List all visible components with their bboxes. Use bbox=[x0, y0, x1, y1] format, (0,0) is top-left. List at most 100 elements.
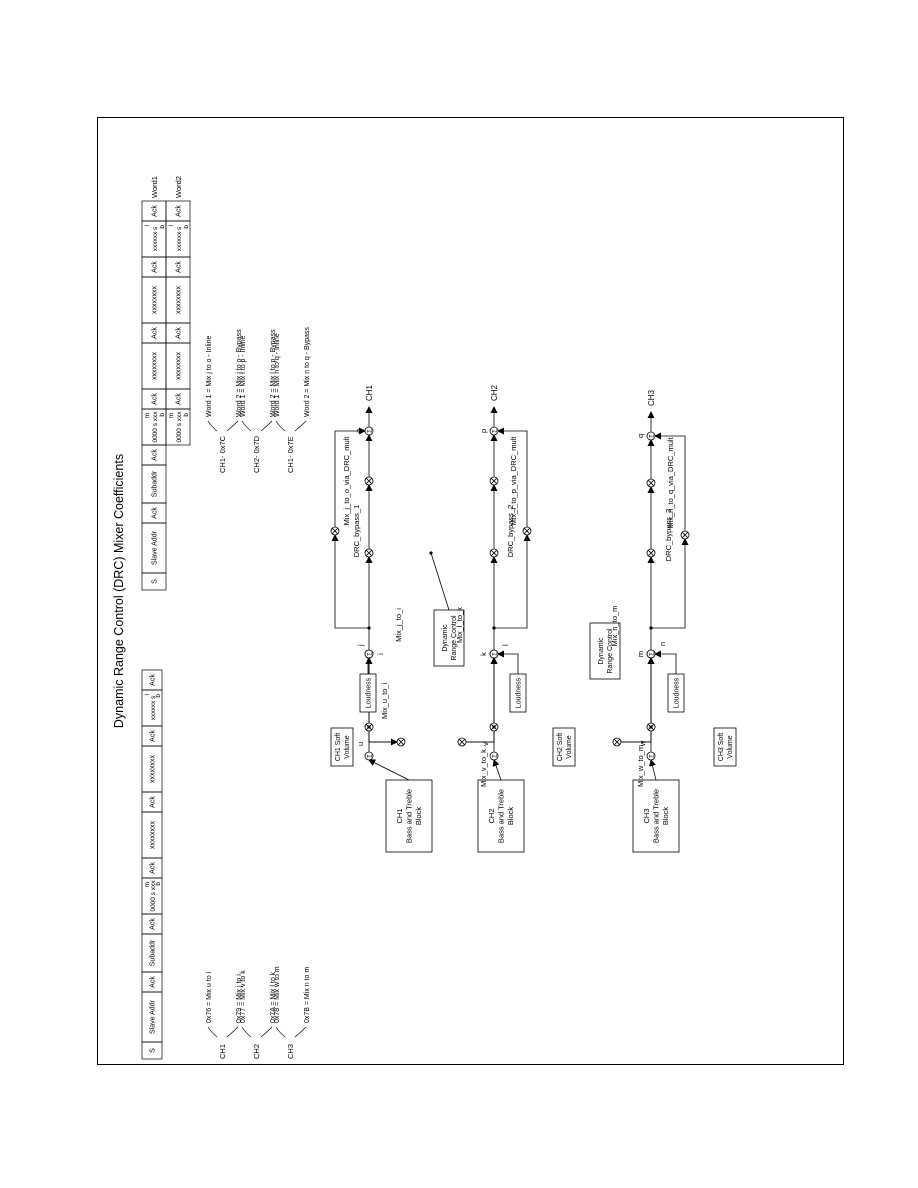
junction-dot bbox=[649, 725, 653, 729]
protocol-row-left-cell-text: Slave Addr bbox=[150, 999, 157, 1034]
soft-volume-block bbox=[552, 727, 576, 767]
soft-volume-block-text: CH2 Soft bbox=[557, 733, 564, 761]
sum-signal-label: j bbox=[356, 644, 365, 647]
soft-volume-block-text: CH3 Soft bbox=[718, 733, 725, 761]
channel-output-label: CH1 bbox=[365, 384, 374, 401]
protocol-row-left-cell-text: Subaddr bbox=[150, 939, 157, 966]
legend-left-group: CH2 bbox=[252, 1044, 261, 1059]
mix-wire bbox=[466, 657, 498, 743]
dynamic-range-control-block-text: Range Control bbox=[607, 628, 614, 674]
protocol-row-left-cell-text: b bbox=[155, 882, 162, 886]
summer-node bbox=[489, 751, 499, 761]
summer-sigma: Σ bbox=[650, 754, 656, 758]
multiplier-cross bbox=[523, 527, 531, 535]
input-wire bbox=[649, 759, 657, 781]
multiplier-cross bbox=[647, 549, 655, 557]
protocol-row-word1-cell-text: b bbox=[159, 413, 166, 417]
protocol-row-word1-word-label: Word1 bbox=[150, 176, 159, 198]
protocol-row-word2-cell-text: Ack bbox=[176, 205, 183, 217]
diagram-stage: Dynamic Range Control (DRC) Mixer Coeffi… bbox=[97, 117, 844, 1065]
multiplier-cross bbox=[365, 477, 373, 485]
output-signal-label: q bbox=[636, 434, 645, 438]
bass-treble-block-text: CH3 bbox=[642, 808, 651, 823]
legend-left-group: CH3 bbox=[286, 1044, 295, 1059]
multiplier-cross bbox=[613, 738, 621, 746]
legend-left-item: 0x7A = Mix l to k bbox=[270, 971, 277, 1023]
multiplier-cross bbox=[490, 477, 498, 485]
legend-right-item: Word 2 = Mix l to p - Bypass bbox=[270, 329, 277, 417]
input-signal-label: u bbox=[356, 742, 365, 746]
summer-sigma: Σ bbox=[493, 652, 499, 656]
loudness-block bbox=[359, 673, 377, 713]
protocol-row-word1-cell-text: Ack bbox=[152, 205, 159, 217]
summer-node bbox=[489, 426, 499, 436]
legend-right-item: Word 1 = Mix j to o - Inline bbox=[206, 336, 213, 417]
legend-right-item: Word 1 = Mix l to p - Inline bbox=[240, 336, 247, 417]
bass-treble-block-text: Block bbox=[414, 807, 423, 826]
protocol-row-left-cell-text: 0000 s xxx bbox=[150, 880, 157, 912]
bass-treble-block-text: Bass and Treble bbox=[652, 789, 661, 843]
junction-dot bbox=[492, 626, 496, 630]
junction-dot bbox=[492, 725, 496, 729]
summer-sigma: Σ bbox=[368, 754, 374, 758]
protocol-row-word1-cell-text: Subaddr bbox=[152, 470, 159, 497]
legend-left-item: 0x78 = Mix w to m bbox=[274, 966, 281, 1023]
sum-signal-label: l bbox=[501, 644, 510, 646]
mix-wire bbox=[647, 657, 655, 728]
multiplier-cross bbox=[331, 527, 339, 535]
dynamic-range-control-block bbox=[589, 622, 621, 680]
bass-treble-block bbox=[632, 779, 680, 853]
drc-bypass-label: DRC_bypass_3 bbox=[664, 509, 673, 562]
drc-mult-label: Mix_n_to_q_via_DRC_mult bbox=[666, 436, 675, 528]
loudness-block-text: Loudness bbox=[365, 677, 372, 708]
diagram-frame bbox=[97, 117, 844, 1065]
loudness-wire bbox=[654, 650, 677, 674]
protocol-row-word1-cell-text: xxxxxxxx bbox=[152, 286, 159, 315]
protocol-row-left-cell-text: Ack bbox=[150, 796, 157, 808]
bypass-wire bbox=[334, 427, 366, 527]
legend-left-brace bbox=[207, 1026, 239, 1038]
mix-wire bbox=[490, 657, 498, 728]
bass-treble-block bbox=[477, 779, 525, 853]
sum-signal-label: k bbox=[479, 652, 488, 656]
protocol-row-word1-cell-text: m bbox=[144, 413, 151, 418]
soft-volume-block-text: Volume bbox=[727, 735, 734, 758]
bypass-wire bbox=[331, 534, 369, 629]
legend-left-item: 0x77 = Mix v to k bbox=[240, 970, 247, 1023]
soft-volume-block-text: Volume bbox=[566, 735, 573, 758]
legend-left-item: 0x7B = Mix n to m bbox=[304, 967, 311, 1023]
multiplier-cross bbox=[681, 531, 689, 539]
protocol-row-word1-cell-text: Slave Addr bbox=[152, 530, 159, 565]
bass-treble-block-text: Bass and Treble bbox=[497, 789, 506, 843]
output-signal-label: p bbox=[479, 429, 488, 433]
legend-right-brace bbox=[241, 420, 273, 432]
protocol-row-word2-cell bbox=[165, 200, 191, 222]
protocol-row-word2-cell-text: l bbox=[168, 224, 175, 226]
protocol-row-word2-cell-text: m bbox=[168, 413, 175, 418]
protocol-row-word2-cell-text: 0000 s xxx bbox=[176, 411, 183, 443]
bass-treble-block bbox=[385, 779, 433, 853]
multiplier-cross bbox=[365, 549, 373, 557]
summer-node bbox=[364, 751, 374, 761]
legend-right-group: CH1- 0x7C bbox=[218, 435, 227, 473]
protocol-row-word1-cell-text: Ack bbox=[152, 393, 159, 405]
drc-mixer-diagram: Dynamic Range Control (DRC) Mixer Coeffi… bbox=[112, 176, 737, 1060]
drc-mult-label: Mix_l_to_p_via_DRC_mult bbox=[509, 436, 518, 526]
dynamic-range-control-block bbox=[433, 609, 465, 667]
soft-volume-block-text: Volume bbox=[344, 735, 351, 758]
protocol-row-left-cell-text: b bbox=[155, 694, 162, 698]
protocol-row-word2-cell-text: xxxxxxxx bbox=[176, 352, 183, 381]
protocol-row-left-cell-text: Ack bbox=[150, 918, 157, 930]
loudness-block bbox=[509, 673, 527, 713]
output-signal-label: o bbox=[354, 429, 363, 433]
junction-dot bbox=[429, 551, 433, 555]
protocol-row-word2-cell-text: b bbox=[183, 225, 190, 229]
mix-coefficient-label: Mix_w_to_m bbox=[636, 745, 645, 787]
mix-coefficient-label: Mix_v_to_k bbox=[479, 749, 488, 787]
protocol-row-word2-cell-text: xxxxxxxx bbox=[176, 286, 183, 315]
rail-wire bbox=[368, 727, 398, 746]
protocol-row-word1-cell-text: xxxxxxxx bbox=[152, 352, 159, 381]
channel-output-label: CH2 bbox=[490, 384, 499, 401]
multiplier-cross bbox=[397, 738, 405, 746]
